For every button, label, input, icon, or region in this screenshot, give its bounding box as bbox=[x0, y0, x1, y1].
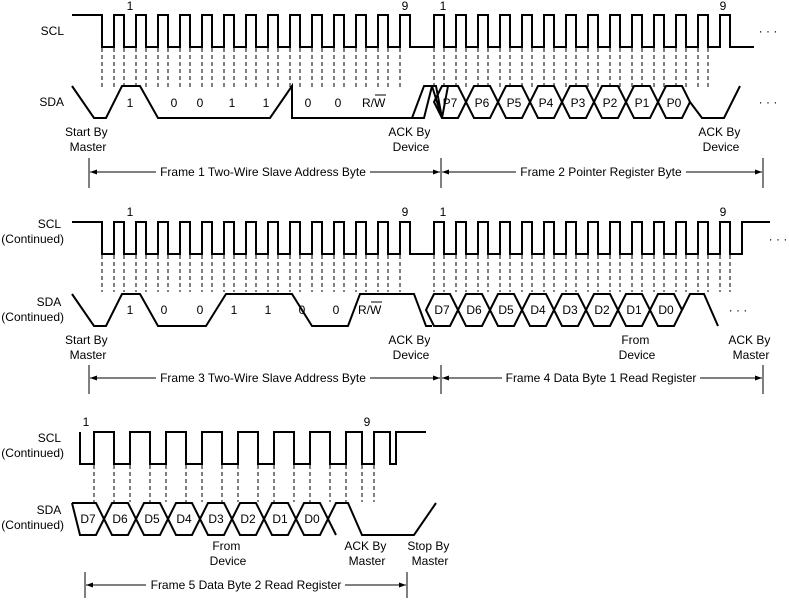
bit-label-row2: 1 bbox=[127, 303, 134, 317]
sda-ellipsis-row1: · · · bbox=[759, 95, 778, 109]
scl-waveform-row3 bbox=[79, 431, 426, 465]
rw-label-row1: R/W bbox=[362, 96, 386, 110]
byte-label-row2: D7 bbox=[434, 303, 450, 317]
byte-label-row2: D4 bbox=[530, 303, 546, 317]
bit-label-row2: 1 bbox=[265, 303, 272, 317]
start-by-master-row2: Start By Master bbox=[65, 333, 111, 362]
frame-5-label: Frame 5 Data Byte 2 Read Register bbox=[151, 578, 342, 592]
bit-label-row1: 0 bbox=[171, 96, 178, 110]
bit-label-row2: 0 bbox=[299, 303, 306, 317]
sda-waveform-row1 bbox=[71, 82, 449, 119]
scl-waveform-row1 bbox=[72, 14, 754, 48]
frame-1-label: Frame 1 Two-Wire Slave Address Byte bbox=[160, 165, 366, 179]
sample-guides-row3 bbox=[93, 465, 375, 502]
bit-label-row2: 0 bbox=[333, 303, 340, 317]
row-3: SCL (Continued) SDA (Continued) 1 9 D7 D… bbox=[1, 415, 452, 598]
scl-waveform-row2 bbox=[72, 221, 770, 255]
byte-label-row1: P4 bbox=[539, 96, 554, 110]
pulse-label-9-row2: 9 bbox=[402, 205, 409, 219]
sda-data-eyes-row1 bbox=[432, 85, 741, 119]
bit-label-row1: 0 bbox=[305, 96, 312, 110]
sample-guides-row2 bbox=[101, 255, 731, 292]
start-by-master-row1: Start By Master bbox=[65, 125, 111, 154]
bit-label-row2: 0 bbox=[161, 303, 168, 317]
byte-label-row3: D6 bbox=[112, 512, 128, 526]
byte-label-row3: D5 bbox=[144, 512, 160, 526]
sda-label-row1: SDA bbox=[39, 95, 64, 109]
pulse-label-9b-row2: 9 bbox=[720, 205, 727, 219]
scl-ellipsis-row1: · · · bbox=[759, 24, 778, 38]
sda-waveform-row2 bbox=[71, 293, 432, 327]
byte-label-row1: P2 bbox=[603, 96, 618, 110]
byte-label-row3: D1 bbox=[272, 512, 288, 526]
byte-label-row1: P7 bbox=[443, 96, 458, 110]
ack-by-device-row2: ACK By Device bbox=[388, 333, 433, 362]
pulse-label-9-row3: 9 bbox=[364, 415, 371, 429]
pulse-label-1b-row1: 1 bbox=[440, 0, 447, 13]
from-device-row2: From Device bbox=[619, 333, 656, 362]
scl-ellipsis-row2: · · · bbox=[769, 232, 788, 246]
bit-label-row1: 0 bbox=[197, 96, 204, 110]
byte-label-row2: D3 bbox=[562, 303, 578, 317]
stop-by-master-row3: Stop By Master bbox=[407, 539, 452, 568]
byte-label-row2: D1 bbox=[626, 303, 642, 317]
bit-label-row1: 0 bbox=[335, 96, 342, 110]
byte-label-row1: P1 bbox=[635, 96, 650, 110]
byte-label-row2: D6 bbox=[466, 303, 482, 317]
sda-label-row2: SDA (Continued) bbox=[1, 295, 64, 324]
byte-label-row3: D0 bbox=[304, 512, 320, 526]
byte-label-row3: D7 bbox=[80, 512, 96, 526]
pulse-label-9b-row1: 9 bbox=[720, 0, 727, 13]
byte-label-row3: D2 bbox=[240, 512, 256, 526]
sda-data-eyes-row3 bbox=[71, 502, 437, 536]
pulse-label-1-row1: 1 bbox=[127, 0, 134, 13]
frame-dimension-row2 bbox=[88, 365, 764, 394]
pulse-label-1-row2: 1 bbox=[127, 205, 134, 219]
bit-label-row2: 0 bbox=[197, 303, 204, 317]
ack-by-master-row3: ACK By Master bbox=[344, 539, 389, 568]
bit-label-row1: 1 bbox=[127, 96, 134, 110]
byte-label-row1: P0 bbox=[667, 96, 682, 110]
rw-label-row2: R/W bbox=[358, 303, 382, 317]
byte-label-row2: D2 bbox=[594, 303, 610, 317]
byte-label-row1: P6 bbox=[475, 96, 490, 110]
frame-dimension-row1 bbox=[88, 158, 764, 188]
frame-3-label: Frame 3 Two-Wire Slave Address Byte bbox=[160, 371, 366, 385]
pulse-label-1b-row2: 1 bbox=[440, 205, 447, 219]
bit-label-row2: 1 bbox=[231, 303, 238, 317]
frame-2-label: Frame 2 Pointer Register Byte bbox=[520, 165, 682, 179]
pulse-label-1-row3: 1 bbox=[83, 415, 90, 429]
byte-label-row3: D3 bbox=[208, 512, 224, 526]
byte-label-row1: P5 bbox=[507, 96, 522, 110]
row-1: SCL SDA 1 9 1 9 · · · bbox=[39, 0, 777, 188]
ack-by-device-row1-a: ACK By Device bbox=[388, 125, 433, 154]
scl-label-row3: SCL (Continued) bbox=[1, 431, 64, 460]
from-device-row3: From Device bbox=[210, 539, 247, 568]
ack-by-master-row2: ACK By Master bbox=[728, 333, 773, 362]
byte-label-row2: D0 bbox=[658, 303, 674, 317]
byte-label-row3: D4 bbox=[176, 512, 192, 526]
row-2: SCL (Continued) SDA (Continued) 1 9 1 9 … bbox=[1, 205, 787, 394]
scl-label-row2: SCL (Continued) bbox=[1, 217, 64, 246]
pulse-label-9-row1: 9 bbox=[402, 0, 409, 13]
frame-dimension-row3 bbox=[84, 572, 408, 598]
byte-label-row1: P3 bbox=[571, 96, 586, 110]
sda-data-eyes-row2 bbox=[424, 293, 719, 327]
sda-label-row3: SDA (Continued) bbox=[1, 503, 64, 532]
sample-guides-row1 bbox=[101, 48, 709, 88]
scl-label-row1: SCL bbox=[41, 24, 65, 38]
ack-by-device-row1-b: ACK By Device bbox=[698, 125, 743, 154]
sda-ellipsis-row2: · · · bbox=[729, 303, 748, 317]
bit-label-row1: 1 bbox=[229, 96, 236, 110]
frame-4-label: Frame 4 Data Byte 1 Read Register bbox=[506, 371, 697, 385]
byte-label-row2: D5 bbox=[498, 303, 514, 317]
bit-label-row1: 1 bbox=[263, 96, 270, 110]
